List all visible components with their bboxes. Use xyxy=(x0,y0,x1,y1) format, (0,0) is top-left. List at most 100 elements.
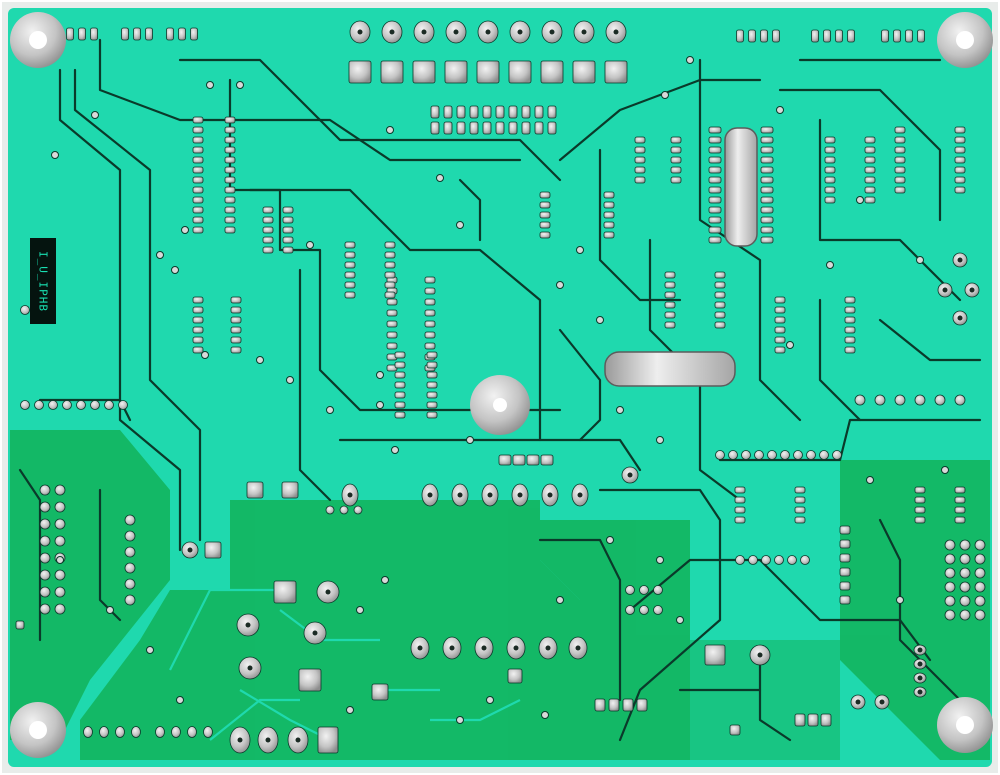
pad-icon xyxy=(48,400,58,410)
pad-icon xyxy=(54,603,66,615)
pad-icon xyxy=(864,166,876,174)
pad-icon xyxy=(832,450,842,460)
pad-icon xyxy=(594,698,606,712)
pad-icon xyxy=(708,216,722,224)
pad-icon xyxy=(748,555,758,565)
via-icon xyxy=(686,56,694,64)
pad-icon xyxy=(794,506,806,514)
pad-icon xyxy=(714,291,726,299)
pad-icon xyxy=(371,683,389,701)
pad-icon xyxy=(224,226,236,234)
pad-icon xyxy=(298,668,322,692)
pad-icon xyxy=(800,555,810,565)
pad-icon xyxy=(90,27,98,41)
via-icon xyxy=(941,466,949,474)
pad-icon xyxy=(954,516,966,524)
pad-icon xyxy=(39,552,51,564)
pad-icon xyxy=(224,146,236,154)
via-icon xyxy=(286,376,294,384)
pad-icon xyxy=(469,105,479,119)
drill-hole xyxy=(917,675,923,681)
pad-group xyxy=(15,20,986,754)
pad-icon xyxy=(625,605,635,615)
pad-icon xyxy=(714,281,726,289)
pad-icon xyxy=(944,553,956,565)
pad-icon xyxy=(224,126,236,134)
pad-icon xyxy=(192,116,204,124)
pad-icon xyxy=(124,546,136,558)
pad-icon xyxy=(394,391,406,399)
pad-icon xyxy=(894,136,906,144)
pad-icon xyxy=(456,105,466,119)
via-icon xyxy=(856,196,864,204)
pad-icon xyxy=(426,391,438,399)
pad-icon xyxy=(384,251,396,259)
pad-icon xyxy=(572,60,596,84)
pad-icon xyxy=(443,121,453,135)
pad-icon xyxy=(62,400,72,410)
pad-icon xyxy=(508,105,518,119)
pad-icon xyxy=(959,553,971,565)
pad-icon xyxy=(708,156,722,164)
drill-hole xyxy=(957,315,963,321)
pad-icon xyxy=(708,236,722,244)
pad-icon xyxy=(844,316,856,324)
drill-hole xyxy=(757,652,763,658)
pad-icon xyxy=(386,342,398,350)
drill-hole xyxy=(295,737,301,743)
pad-icon xyxy=(708,126,722,134)
pad-icon xyxy=(384,241,396,249)
pad-icon xyxy=(39,535,51,547)
pad-icon xyxy=(894,166,906,174)
via-icon xyxy=(181,226,189,234)
drill-hole xyxy=(942,287,948,293)
pad-icon xyxy=(394,401,406,409)
pad-icon xyxy=(204,541,222,559)
pad-icon xyxy=(734,496,746,504)
pad-icon xyxy=(192,346,204,354)
pad-icon xyxy=(914,486,926,494)
silkscreen-label: I_U_IPHB xyxy=(30,238,56,324)
pad-icon xyxy=(394,371,406,379)
drill-hole xyxy=(969,287,975,293)
pad-icon xyxy=(230,326,242,334)
pad-icon xyxy=(498,454,512,466)
pad-icon xyxy=(639,605,649,615)
pad-icon xyxy=(171,726,181,738)
drill-hole xyxy=(247,665,253,671)
pad-icon xyxy=(634,136,646,144)
pad-icon xyxy=(729,724,741,736)
pad-icon xyxy=(384,271,396,279)
pad-icon xyxy=(844,336,856,344)
pad-icon xyxy=(864,186,876,194)
pad-icon xyxy=(133,27,141,41)
pad-icon xyxy=(914,394,926,406)
pad-icon xyxy=(760,146,774,154)
via-icon xyxy=(896,596,904,604)
drill-hole xyxy=(517,492,523,498)
pad-icon xyxy=(959,539,971,551)
pad-icon xyxy=(547,105,557,119)
via-icon xyxy=(576,246,584,254)
pad-icon xyxy=(708,226,722,234)
drill-hole xyxy=(481,645,487,651)
pad-icon xyxy=(664,291,676,299)
pad-icon xyxy=(708,146,722,154)
pad-icon xyxy=(39,569,51,581)
pad-icon xyxy=(714,321,726,329)
drill-hole xyxy=(485,29,491,35)
pad-icon xyxy=(839,567,851,577)
via-icon xyxy=(56,556,64,564)
pad-icon xyxy=(386,309,398,317)
pad-icon xyxy=(282,206,294,214)
pad-icon xyxy=(787,555,797,565)
pad-icon xyxy=(670,146,682,154)
pad-icon xyxy=(39,501,51,513)
pad-icon xyxy=(774,555,784,565)
pad-icon xyxy=(430,105,440,119)
pad-icon xyxy=(714,311,726,319)
pad-icon xyxy=(424,342,436,350)
pad-icon xyxy=(384,281,396,289)
pad-icon xyxy=(794,516,806,524)
pad-icon xyxy=(634,146,646,154)
